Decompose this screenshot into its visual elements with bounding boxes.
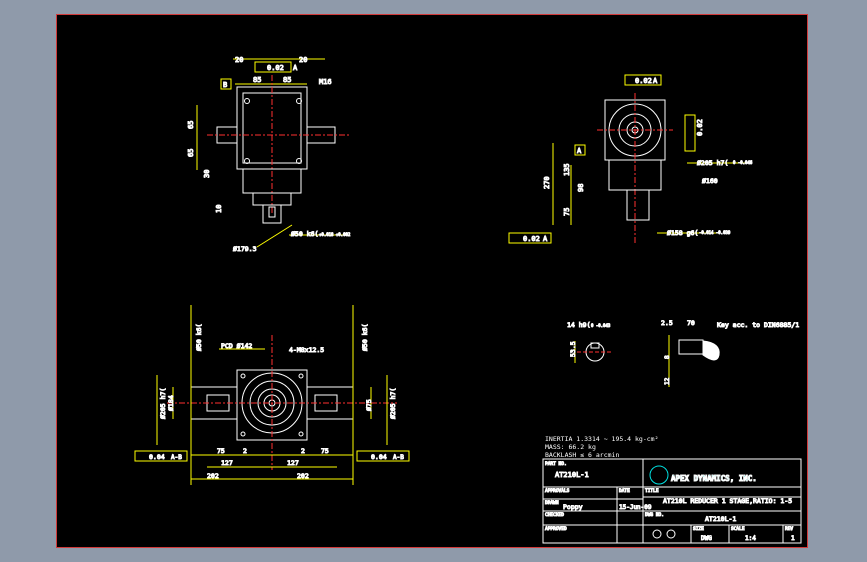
tb-size-label: SIZE bbox=[693, 526, 704, 532]
front-m16: M16 bbox=[319, 78, 332, 86]
bottom-tol-left-datum: A-B bbox=[171, 454, 182, 461]
side-d158: Ø158 g6( bbox=[667, 229, 698, 237]
key-details: 14 h9( 0 -0.043 53.5 2.5 70 Key acc. to … bbox=[567, 319, 800, 387]
side-d160: Ø160 bbox=[702, 177, 718, 185]
side-pilot-tol: 0 -0.046 bbox=[733, 160, 753, 165]
tb-scale: 1:4 bbox=[745, 535, 756, 542]
tb-part-no: AT210L-1 bbox=[555, 471, 589, 479]
front-view: 20 20 0.02 A B 85 85 M16 65 65 30 10 bbox=[187, 56, 352, 254]
front-datum-b: B bbox=[223, 81, 227, 89]
side-datum-a2: A bbox=[577, 147, 582, 155]
side-dim-75: 75 bbox=[563, 208, 571, 216]
tb-part-no-label: PART NO. bbox=[545, 461, 567, 467]
bottom-dim-202a: 202 bbox=[207, 472, 219, 480]
front-dim-20a: 20 bbox=[235, 56, 243, 64]
tb-dwg-no: AT210L-1 bbox=[705, 515, 736, 523]
tb-rev-label: REV bbox=[785, 526, 793, 532]
bottom-dim-2b: 2 bbox=[301, 447, 305, 455]
key-left-label: 14 h9( bbox=[567, 321, 590, 329]
tb-company: APEX DYNAMICS, INC. bbox=[671, 474, 757, 483]
tb-drawn-label: DRAWN bbox=[545, 500, 559, 506]
side-d158-tol: -0.014 -0.039 bbox=[699, 230, 731, 235]
bottom-pcd: PCD Ø142 bbox=[221, 342, 252, 350]
key-right-dim-c: 8 bbox=[664, 355, 671, 359]
tb-scale-label: SCALE bbox=[731, 526, 745, 532]
key-right-note: Key acc. to DIN6885/1 bbox=[717, 321, 799, 329]
bottom-dim-127a: 127 bbox=[221, 459, 233, 467]
bottom-tol-right-datum: A-B bbox=[393, 454, 404, 461]
bottom-left-pilot: Ø205 h7( bbox=[159, 388, 167, 419]
key-right-dim-b: 70 bbox=[687, 319, 695, 327]
side-dim-270: 270 bbox=[543, 176, 551, 189]
side-tol-right: 0.02 bbox=[696, 119, 704, 136]
tb-approvals-label: APPROVALS bbox=[545, 488, 570, 494]
bottom-tol-left: 0.04 bbox=[149, 453, 165, 461]
side-parallel-datum: A bbox=[543, 235, 548, 243]
bottom-d184: Ø184 bbox=[167, 395, 175, 411]
bottom-tol-right: 0.04 bbox=[371, 453, 387, 461]
bottom-dim-127b: 127 bbox=[287, 459, 299, 467]
tb-approved-label: APPROVED bbox=[545, 526, 567, 532]
bottom-d75: Ø75 bbox=[365, 399, 373, 411]
tb-dwg-no-label: DWG NO. bbox=[645, 512, 664, 518]
bottom-thread: 4-M8x12.5 bbox=[289, 346, 324, 354]
tb-checked-label: CHECKED bbox=[545, 512, 564, 518]
front-dim-85a: 85 bbox=[253, 76, 261, 84]
tb-rev: 1 bbox=[791, 535, 795, 542]
bottom-right-pilot: Ø205 h7( bbox=[389, 388, 397, 419]
side-dim-135: 135 bbox=[563, 163, 571, 176]
key-right-dim-d: 12 bbox=[664, 377, 671, 385]
tb-date-label: DATE bbox=[619, 488, 630, 494]
front-dim-10: 10 bbox=[215, 205, 223, 213]
front-datum-a: A bbox=[293, 64, 298, 72]
tb-title: AT210L REDUCER 1 STAGE,RATIO: 1-5 bbox=[663, 497, 792, 505]
bottom-dim-2a: 2 bbox=[243, 447, 247, 455]
drawing-frame: 20 20 0.02 A B 85 85 M16 65 65 30 10 bbox=[56, 14, 808, 548]
bottom-dim-75a: 75 bbox=[217, 447, 225, 455]
tb-drawn-date: 15-Jun-09 bbox=[619, 504, 652, 511]
front-shaft-dia: Ø50 k6( bbox=[291, 230, 318, 238]
tb-size-val: DWG bbox=[701, 535, 712, 542]
front-dim-85b: 85 bbox=[283, 76, 291, 84]
cad-drawing: 20 20 0.02 A B 85 85 M16 65 65 30 10 bbox=[134, 56, 802, 544]
note-mass: MASS: 66.2 kg bbox=[545, 443, 596, 451]
front-dim-65b: 65 bbox=[187, 149, 195, 157]
side-pilot: Ø205 h7( bbox=[697, 159, 728, 167]
tb-title-label: TITLE bbox=[645, 488, 659, 494]
bottom-right-shaft: Ø50 k6( bbox=[361, 324, 369, 351]
bottom-dim-202b: 202 bbox=[297, 472, 309, 480]
bottom-left-shaft: Ø50 k6( bbox=[195, 324, 203, 351]
front-tol-top: 0.02 bbox=[267, 64, 284, 72]
bottom-dim-75b: 75 bbox=[321, 447, 329, 455]
tb-drawn-by: Poppy bbox=[563, 503, 583, 511]
side-datum-a: A bbox=[653, 77, 658, 85]
front-dim-30: 30 bbox=[203, 170, 211, 178]
note-backlash: BACKLASH ≤ 6 arcmin bbox=[545, 451, 619, 459]
front-dim-65a: 65 bbox=[187, 121, 195, 129]
side-tol-top: 0.02 bbox=[635, 77, 652, 85]
bottom-view: Ø50 k6( Ø50 k6( Ø205 h7( Ø205 h7( Ø184 Ø… bbox=[134, 305, 410, 485]
note-inertia: INERTIA 1.3314 ~ 195.4 kg-cm² bbox=[545, 435, 659, 443]
title-block: PART NO. AT210L-1 APEX DYNAMICS, INC. AP… bbox=[542, 458, 802, 544]
side-view: 0.02 A 0.02 270 135 98 75 A Ø205 h7( 0 -… bbox=[508, 74, 753, 245]
front-bottom-dia: Ø179.3 bbox=[233, 245, 257, 253]
front-dim-20b: 20 bbox=[299, 56, 307, 64]
key-right-dim-a: 2.5 bbox=[661, 319, 673, 327]
side-parallel: 0.02 bbox=[523, 235, 540, 243]
key-left-dim: 53.5 bbox=[569, 341, 577, 357]
notes: INERTIA 1.3314 ~ 195.4 kg-cm² MASS: 66.2… bbox=[545, 435, 659, 459]
front-shaft-tol: +0.018 +0.002 bbox=[319, 232, 351, 237]
key-left-tol: 0 -0.043 bbox=[591, 323, 611, 328]
side-dim-98: 98 bbox=[577, 184, 585, 192]
